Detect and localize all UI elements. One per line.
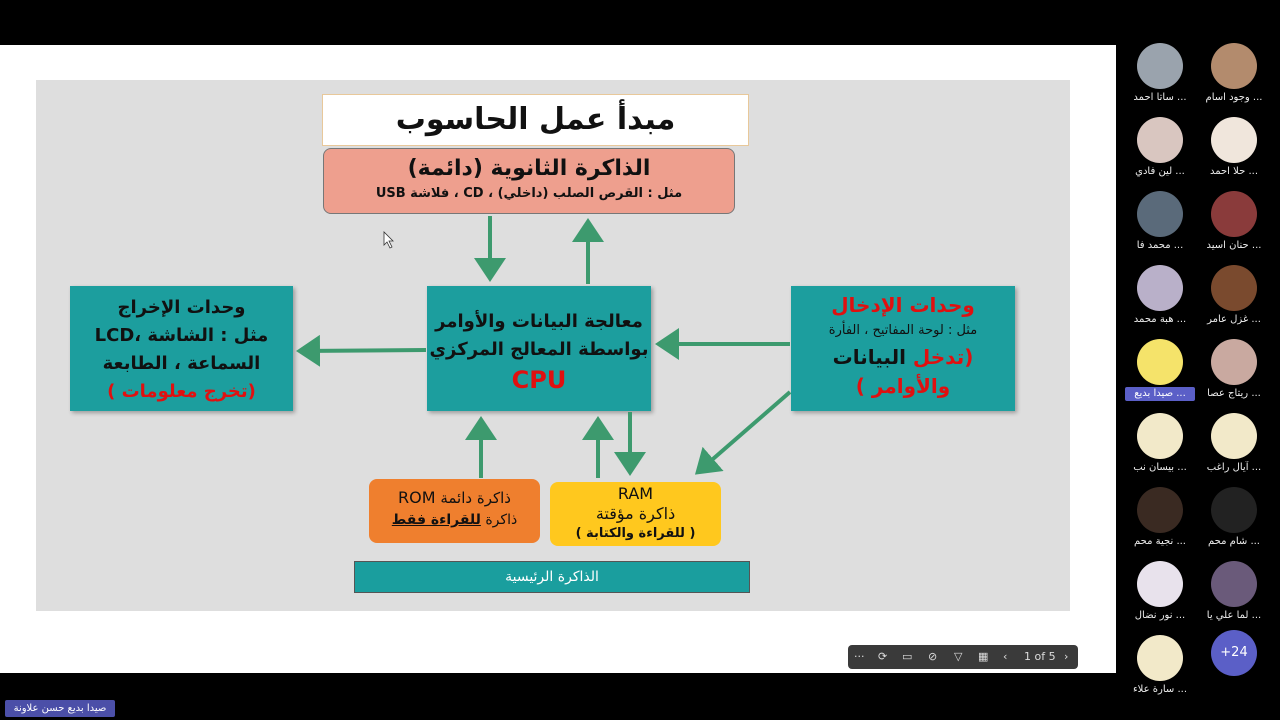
- participant-name: ... وجود اسام: [1205, 92, 1263, 103]
- hide-icon[interactable]: ⊘: [928, 650, 938, 663]
- participant-tile[interactable]: ... لما علي يا: [1199, 561, 1269, 623]
- input-note-black: البيانات: [832, 345, 913, 369]
- participant-name: ... غزل عامر: [1207, 314, 1261, 325]
- participant-tile[interactable]: ... شام محم: [1199, 487, 1269, 549]
- avatar: [1137, 191, 1183, 237]
- participant-tile[interactable]: ... بيسان نب: [1125, 413, 1195, 475]
- participant-tile[interactable]: ... ساتا احمد: [1125, 43, 1195, 105]
- participant-tile[interactable]: ... نور نضال: [1125, 561, 1195, 623]
- avatar: [1137, 43, 1183, 89]
- participant-name: ... ساتا احمد: [1133, 92, 1187, 103]
- more-participants-button[interactable]: +24: [1211, 630, 1257, 676]
- input-note-line-1: (تدخل البيانات: [791, 342, 1015, 372]
- avatar: [1211, 339, 1257, 385]
- participant-tile[interactable]: ... وجود اسام: [1199, 43, 1269, 105]
- view-icon[interactable]: ▦: [978, 650, 989, 663]
- secondary-memory-example: مثل : القرص الصلب (داخلي) ، CD ، فلاشة U…: [375, 186, 683, 201]
- participant-tile[interactable]: ... لين فادي: [1125, 117, 1195, 179]
- ram-line-1: ذاكرة مؤقتة: [595, 504, 676, 523]
- sync-icon[interactable]: ⟳: [878, 650, 888, 663]
- next-slide-icon[interactable]: ›: [1064, 650, 1069, 663]
- participant-tile[interactable]: ... آيال راغب: [1199, 413, 1269, 475]
- avatar: [1137, 561, 1183, 607]
- presenter-name-tag: صيدا بديع حسن علاونة: [5, 700, 115, 717]
- participant-tile[interactable]: ... حنان اسيد: [1199, 191, 1269, 253]
- input-units-box: وحدات الإدخال مثل : لوحة المفاتيح ، الفأ…: [791, 286, 1015, 411]
- participant-tile[interactable]: ... ريتاج عصا: [1199, 339, 1269, 401]
- avatar: [1211, 191, 1257, 237]
- input-heading: وحدات الإدخال: [831, 293, 975, 317]
- laser-pointer-icon[interactable]: ▽: [954, 650, 963, 663]
- participant-name: ... ريتاج عصا: [1207, 388, 1261, 399]
- input-note-line-2: والأوامر ): [855, 374, 951, 398]
- avatar: [1211, 487, 1257, 533]
- participant-name: ... حنان اسيد: [1206, 240, 1262, 251]
- participant-tile[interactable]: ... غزل عامر: [1199, 265, 1269, 327]
- more-options-button[interactable]: ···: [854, 650, 865, 663]
- rom-line-1: ذاكرة دائمة ROM: [369, 487, 540, 509]
- prev-slide-icon[interactable]: ‹: [1003, 650, 1008, 663]
- output-example-2: السماعة ، الطابعة: [102, 353, 261, 374]
- participant-tile[interactable]: ... صيدا بديع: [1125, 339, 1195, 401]
- avatar: [1137, 413, 1183, 459]
- avatar: [1211, 117, 1257, 163]
- participant-name: ... بيسان نب: [1133, 462, 1187, 473]
- avatar: [1211, 265, 1257, 311]
- rom-line-2: ذاكرة للقراءة فقط: [369, 509, 540, 531]
- participant-name: ... شام محم: [1208, 536, 1260, 547]
- slide-title: مبدأ عمل الحاسوب: [322, 94, 749, 146]
- rom-label: ROM: [398, 488, 436, 507]
- page-indicator: 1 of 5: [1024, 650, 1056, 663]
- participant-name: ... لين فادي: [1135, 166, 1185, 177]
- participant-name: ... نور نضال: [1134, 610, 1186, 621]
- secondary-memory-box: الذاكرة الثانوية (دائمة) مثل : القرص الص…: [323, 148, 735, 214]
- avatar: [1137, 339, 1183, 385]
- camera-icon[interactable]: ▭: [902, 650, 913, 663]
- participant-name: ... حلا احمد: [1209, 166, 1259, 177]
- participant-name: ... آيال راغب: [1206, 462, 1262, 473]
- participant-tile[interactable]: ... حلا احمد: [1199, 117, 1269, 179]
- avatar: [1137, 487, 1183, 533]
- avatar: [1211, 413, 1257, 459]
- participant-name: ... سارة علاء: [1132, 684, 1188, 695]
- avatar: [1137, 265, 1183, 311]
- participant-name: ... لما علي يا: [1206, 610, 1262, 621]
- output-units-box: وحدات الإخراج مثل : الشاشة ،LCD السماعة …: [70, 286, 293, 411]
- participant-name: ... هبة محمد: [1133, 314, 1187, 325]
- secondary-memory-heading: الذاكرة الثانوية (دائمة): [407, 156, 651, 181]
- ram-box: RAM ذاكرة مؤقتة ( للقراءة والكتابة ): [550, 482, 721, 546]
- ram-label: RAM: [617, 484, 654, 503]
- participant-tile[interactable]: ... هبة محمد: [1125, 265, 1195, 327]
- cpu-line-2: بواسطة المعالج المركزي: [429, 339, 649, 360]
- rom-read-only: للقراءة فقط: [391, 512, 481, 528]
- input-note-red: (تدخل: [912, 345, 974, 369]
- participant-tile[interactable]: ... نجية محم: [1125, 487, 1195, 549]
- ram-line-2: ( للقراءة والكتابة ): [575, 526, 696, 541]
- participant-tile[interactable]: ... محمد فا: [1125, 191, 1195, 253]
- avatar: [1211, 43, 1257, 89]
- avatar: [1211, 561, 1257, 607]
- rom-box: ذاكرة دائمة ROM ذاكرة للقراءة فقط: [369, 479, 540, 543]
- participant-name: ... نجية محم: [1134, 536, 1186, 547]
- avatar: [1137, 117, 1183, 163]
- cpu-label: CPU: [511, 366, 567, 394]
- cpu-line-1: معالجة البيانات والأوامر: [435, 311, 643, 332]
- avatar: [1137, 635, 1183, 681]
- output-note: (تخرج معلومات ): [107, 381, 256, 402]
- output-heading: وحدات الإخراج: [117, 297, 246, 318]
- participant-tile[interactable]: ... سارة علاء: [1125, 635, 1195, 697]
- cpu-box: معالجة البيانات والأوامر بواسطة المعالج …: [427, 286, 651, 411]
- participant-name: ... محمد فا: [1136, 240, 1184, 251]
- output-example-1: مثل : الشاشة ،LCD: [94, 325, 269, 346]
- participant-name: ... صيدا بديع: [1125, 387, 1195, 401]
- main-memory-bar: الذاكرة الرئيسية: [354, 561, 750, 593]
- rom-line-2a: ذاكرة: [480, 512, 518, 528]
- rom-desc: ذاكرة دائمة: [440, 489, 511, 507]
- presentation-toolbar: ··· ⟳ ▭ ⊘ ▽ ▦ ‹ 1 of 5 ›: [848, 645, 1078, 669]
- input-example: مثل : لوحة المفاتيح ، الفأرة: [828, 323, 978, 338]
